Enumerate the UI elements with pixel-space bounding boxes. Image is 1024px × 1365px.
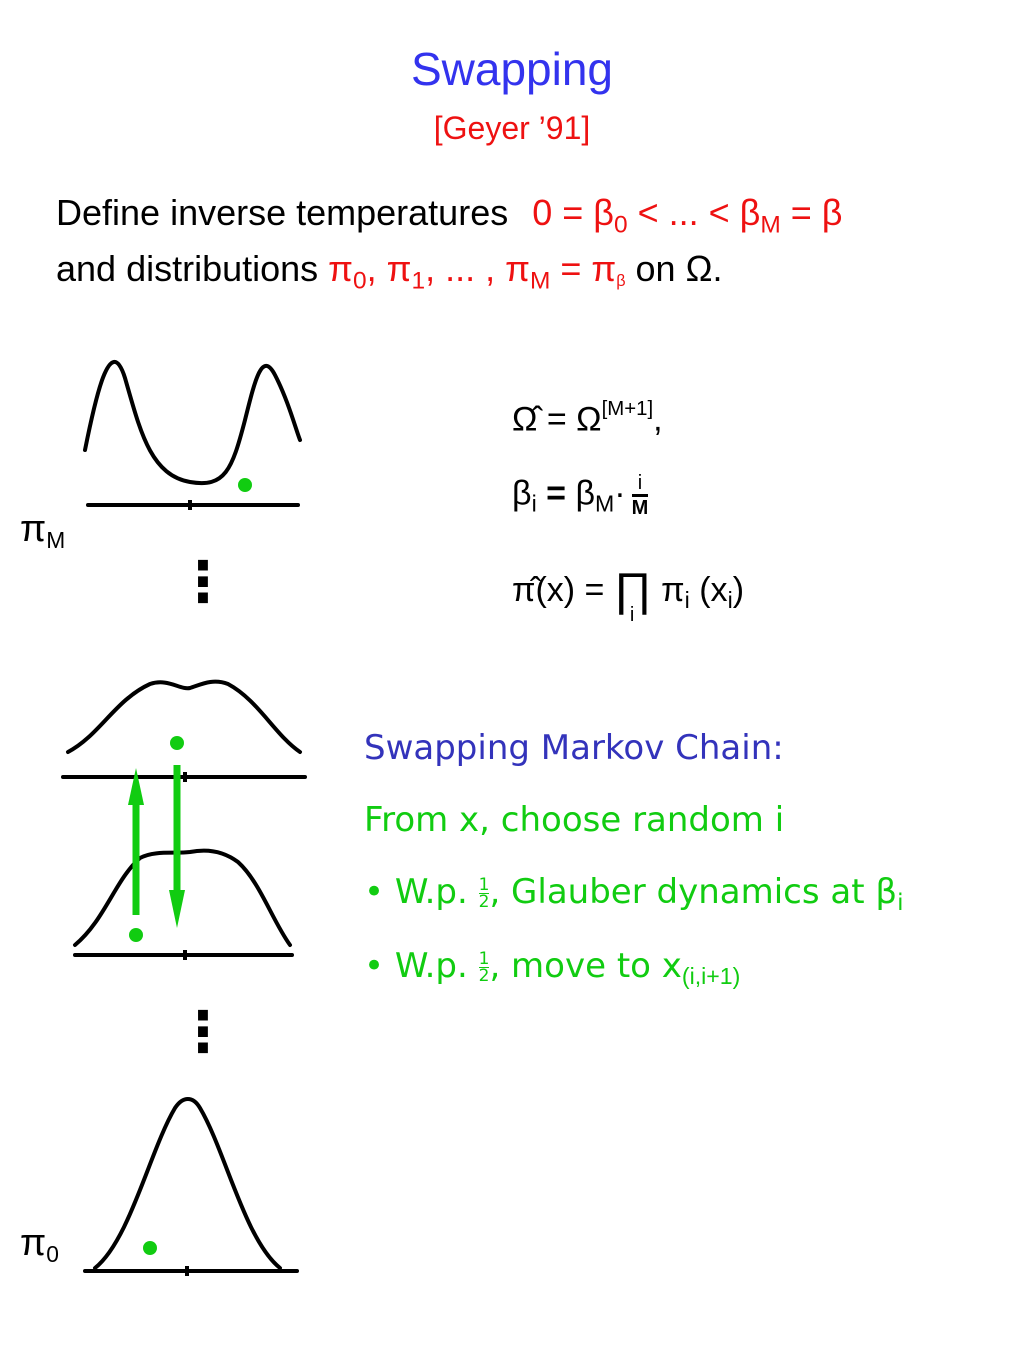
beta-M-symbol: β [575, 474, 596, 513]
omega-eq: = Ω [537, 400, 602, 439]
page-title: Swapping [410, 43, 614, 95]
swap-arrow-down-head [169, 890, 185, 928]
chain-step: From x, choose random i [364, 800, 785, 840]
beta-M-sub-formula: M [595, 490, 615, 517]
label-pi-0: π0 [20, 1222, 59, 1268]
half-1-num: 1 [478, 875, 490, 895]
curve-pi-M [83, 360, 302, 486]
fraction-numerator: i [637, 472, 643, 494]
ellipsis-lower: ⋮ [175, 1000, 231, 1065]
definition-line-1: Define inverse temperatures 0 = β0 < ...… [56, 192, 843, 239]
pi-sequence: π0, π1, ... , πM = πβ [328, 248, 626, 294]
beta-zero-sub: 0 [614, 211, 628, 239]
pi-i-sub: i [684, 586, 690, 613]
chain-heading: Swapping Markov Chain: [364, 728, 784, 768]
curve-intermediate-upper [66, 679, 302, 754]
curve-intermediate-lower [73, 848, 292, 947]
omega-hat-symbol: Ω̂ [512, 400, 538, 439]
definition-prefix: Define inverse temperatures [56, 192, 509, 233]
omega-comma: , [653, 400, 663, 439]
label-pi-M-sub: M [46, 526, 66, 553]
pi-eq: = π [550, 248, 617, 289]
swap-arrow-up-head [128, 768, 144, 805]
distributions-prefix: and distributions [56, 248, 329, 289]
beta-dot: · [614, 474, 626, 513]
formula-omega-hat: Ω̂ = Ω[M+1], [512, 398, 663, 439]
half-1-den: 2 [478, 892, 490, 912]
label-pi-M: πM [20, 508, 65, 554]
pi-i-symbol: π [651, 571, 685, 609]
pi-1: , π [366, 248, 412, 289]
state-dot-intermediate-lower [129, 928, 143, 942]
beta-i-symbol: β [512, 474, 532, 513]
beta-M-sub: M [760, 211, 781, 239]
label-pi-M-symbol: π [20, 508, 47, 550]
product-symbol: ∏ [613, 563, 652, 615]
pi-i-arg-sub: i [727, 586, 733, 613]
bullet-2-marker: • [364, 946, 385, 986]
fraction-denominator: M [631, 494, 649, 519]
beta-zero: 0 = β [532, 192, 614, 233]
beta-i-eq: = [536, 474, 576, 513]
formula-pi-hat: π̂(x) = ∏i πi (xi) [512, 562, 745, 626]
product-operator: ∏i [613, 562, 652, 626]
bullet-1-sub: i [897, 889, 904, 916]
pi-i-arg-open: (x [689, 571, 728, 609]
label-pi-0-sub: 0 [46, 1240, 59, 1267]
page-subtitle: [Geyer ’91] [433, 110, 591, 146]
ellipsis-upper: ⋮ [175, 550, 231, 615]
curve-pi-0 [93, 1097, 282, 1270]
beta-rhs: = β [780, 192, 843, 233]
bullet-1-prefix: W.p. [394, 872, 479, 912]
pi-0-sub: 0 [353, 267, 367, 295]
label-pi-0-symbol: π [20, 1222, 47, 1264]
beta-sequence: 0 = β0 < ... < βM = β [532, 192, 843, 238]
pi-dots: , ... , π [425, 248, 530, 289]
product-sub: i [629, 604, 635, 626]
bullet-1-text: , Glauber dynamics at β [489, 872, 898, 912]
distributions-suffix: on Ω. [625, 248, 723, 289]
state-dot-pi-0 [143, 1241, 157, 1255]
pi-M-sub: M [529, 267, 551, 295]
half-2-den: 2 [478, 966, 490, 986]
beta-mid: < ... < β [627, 192, 761, 233]
state-dot-pi-M [238, 478, 252, 492]
bullet-1-marker: • [364, 872, 385, 912]
pi-hat: π̂(x) = [512, 571, 614, 609]
pi-0: π [328, 248, 354, 289]
pi-1-sub: 1 [411, 267, 426, 295]
bullet-2-text: , move to x [489, 946, 682, 986]
state-dot-intermediate-upper [170, 736, 184, 750]
half-2-num: 1 [478, 949, 490, 969]
omega-sup: [M+1] [601, 398, 654, 420]
beta-i-sub: i [531, 490, 537, 517]
pi-beta-sub: β [616, 271, 626, 290]
pi-i-arg-close: ) [732, 571, 745, 609]
definition-line-2: and distributions π0, π1, ... , πM = πβ … [56, 248, 722, 295]
bullet-2-sub: (i,i+1) [681, 962, 741, 989]
bullet-2-prefix: W.p. [394, 946, 479, 986]
